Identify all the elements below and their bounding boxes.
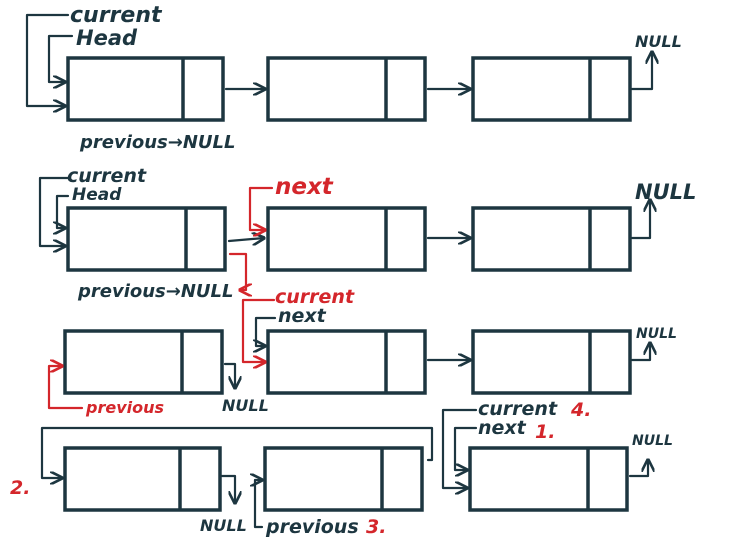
step-3-label: 3. — [366, 516, 386, 538]
head-label: Head — [72, 185, 122, 205]
node-3 — [471, 56, 632, 122]
null-bottom-label: NULL — [200, 516, 247, 535]
null-label: NULL — [636, 326, 677, 342]
node-2 — [266, 56, 427, 122]
null-arrow — [630, 343, 650, 362]
step-2-label: 2. — [10, 477, 30, 499]
node-1 — [66, 56, 225, 122]
row-1: current Head previous→NULL NULL — [25, 3, 682, 153]
previous-label: previous — [265, 516, 359, 538]
current-pointer-arrow — [38, 176, 70, 246]
head-label: Head — [76, 26, 138, 50]
next-label: next — [478, 417, 527, 439]
null-label: NULL — [635, 32, 682, 51]
red-reverse-arrow — [228, 252, 246, 290]
head-pointer-arrow — [57, 194, 70, 228]
null-label: NULL — [632, 433, 673, 449]
null-down-arrow — [220, 474, 235, 503]
node-2 — [266, 206, 427, 272]
reversed-link-arrow — [40, 426, 434, 478]
node-2 — [263, 446, 424, 512]
previous-null-label: previous→NULL — [77, 281, 233, 302]
row-4: 2. NULL previous 3. current 4. next 1. N… — [10, 398, 673, 538]
current-pointer-arrow — [441, 408, 478, 488]
current-label: current — [67, 165, 147, 187]
null-arrow — [628, 460, 648, 478]
node-3 — [471, 329, 632, 395]
step-1-label: 1. — [535, 421, 555, 443]
null-down-arrow — [223, 362, 235, 388]
node-1 — [63, 446, 222, 512]
next-pointer-arrow — [256, 316, 277, 346]
node-3 — [471, 206, 632, 272]
next-label: next — [278, 305, 327, 327]
node-1 — [66, 206, 227, 272]
current-label: current — [70, 3, 163, 28]
step-4-label: 4. — [570, 399, 591, 421]
current-pointer-arrow — [241, 298, 276, 362]
current-pointer-arrow — [25, 13, 70, 106]
previous-pointer-arrow — [255, 480, 262, 529]
next-label: next — [275, 174, 334, 200]
row-2: current Head next previous→NULL NULL — [38, 165, 696, 302]
null-arrow — [630, 52, 652, 91]
previous-pointer-arrow — [47, 366, 84, 410]
row-3: current next previous NULL NULL — [47, 286, 677, 417]
next-pointer-arrow — [453, 426, 478, 470]
previous-null-label: previous→NULL — [79, 132, 235, 153]
link-arrow — [227, 238, 264, 241]
node-3 — [468, 446, 629, 512]
node-1 — [63, 329, 224, 395]
null-bottom-label: NULL — [222, 396, 269, 415]
current-label: current — [275, 286, 355, 308]
previous-label: previous — [85, 398, 164, 417]
null-label: NULL — [635, 180, 696, 204]
null-arrow — [630, 200, 650, 240]
head-pointer-arrow — [47, 34, 74, 82]
node-2 — [266, 329, 427, 395]
next-pointer-arrow — [248, 186, 274, 230]
current-label: current — [478, 398, 558, 420]
